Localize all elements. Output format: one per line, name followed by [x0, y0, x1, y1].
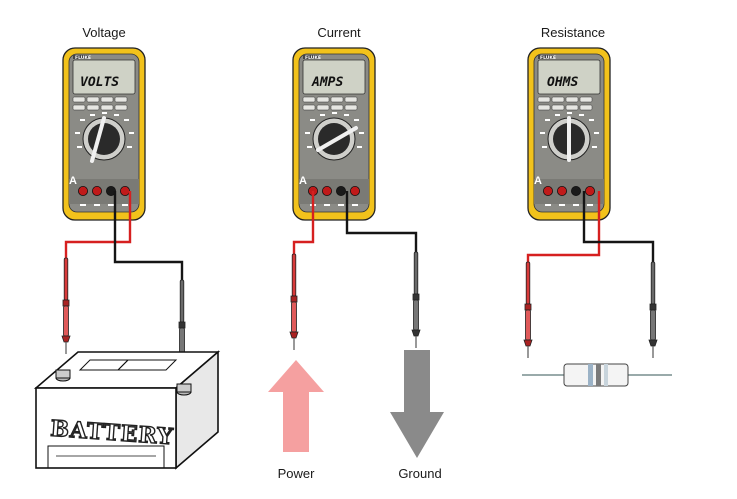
resistance-title: Resistance [541, 25, 605, 40]
current-terminal-a-label: A [299, 175, 307, 187]
voltage-lcd-readout: VOLTS [80, 75, 119, 90]
current-meter-brand: FLUKE [305, 55, 321, 61]
current-title: Current [317, 25, 361, 40]
voltage-black-lead [113, 191, 184, 280]
ground-arrow-icon [390, 350, 444, 458]
resistance-meter-group: Resistance FLUKE OHMS A [523, 25, 658, 359]
ground-label: Ground [398, 466, 441, 481]
current-black-probe-icon [411, 251, 421, 349]
power-label: Power [278, 466, 316, 481]
voltage-meter-group: Voltage FLUKE VOLTS A [61, 25, 187, 377]
resistance-terminal-a-label: A [534, 175, 542, 187]
current-lcd-readout: AMPS [311, 75, 343, 90]
voltage-multimeter-icon [62, 47, 146, 221]
resistance-lcd-readout: OHMS [547, 75, 578, 90]
current-multimeter-icon [292, 47, 376, 221]
voltage-terminal-a-label: A [69, 175, 77, 187]
current-meter-group: Current FLUKE AMPS A [289, 25, 421, 351]
current-red-lead [292, 191, 315, 254]
power-arrow-icon [268, 360, 324, 452]
resistor-icon [522, 363, 672, 387]
voltage-red-probe-icon [61, 257, 71, 355]
resistance-red-lead [526, 191, 601, 262]
current-red-probe-icon [289, 253, 299, 351]
voltage-red-lead [64, 191, 132, 258]
battery-icon: BATTERY [33, 350, 221, 470]
current-black-lead [345, 191, 418, 252]
resistance-black-lead [582, 191, 655, 262]
resistance-black-probe-icon [648, 261, 658, 359]
resistance-red-probe-icon [523, 261, 533, 359]
resistance-meter-brand: FLUKE [540, 55, 556, 61]
voltage-meter-brand: FLUKE [75, 55, 91, 61]
voltage-title: Voltage [82, 25, 125, 40]
